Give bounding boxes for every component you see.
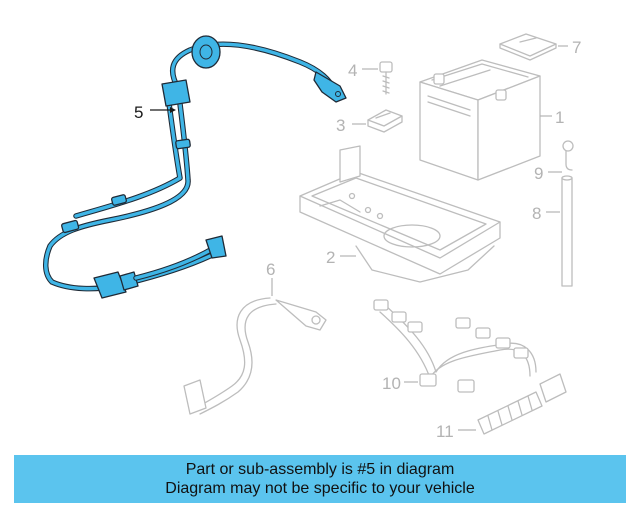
info-banner: Part or sub-assembly is #5 in diagram Di… (14, 455, 626, 503)
part-11-grommet: 11 (436, 373, 567, 441)
banner-line-2: Diagram may not be specific to your vehi… (165, 480, 475, 497)
callout-3: 3 (336, 116, 345, 135)
callout-11: 11 (436, 422, 454, 441)
part-6-ground-cable: 6 (183, 260, 327, 415)
part-4-bolt: 4 (348, 61, 393, 95)
part-5-battery-cable: 5 (43, 35, 347, 299)
part-8-rod: 8 (532, 175, 573, 287)
parts-diagram: 7 4 3 1 9 8 (43, 33, 581, 441)
part-9-clip: 9 (534, 140, 574, 183)
callout-6: 6 (266, 260, 275, 279)
callout-5: 5 (134, 103, 143, 122)
part-2-battery-tray: 2 (299, 145, 501, 283)
callout-8: 8 (532, 204, 541, 223)
part-3-clamp: 3 (336, 109, 403, 135)
callout-10: 10 (382, 374, 401, 393)
part-10-wiring-harness: 10 (373, 299, 537, 393)
callout-7: 7 (572, 38, 581, 57)
callout-4: 4 (348, 61, 357, 80)
callout-9: 9 (534, 164, 543, 183)
banner-line-1: Part or sub-assembly is #5 in diagram (185, 461, 455, 478)
callout-2: 2 (326, 248, 335, 267)
part-7-terminal-cover: 7 (499, 33, 581, 61)
part-1-battery: 1 (419, 59, 564, 181)
callout-1: 1 (555, 108, 564, 127)
